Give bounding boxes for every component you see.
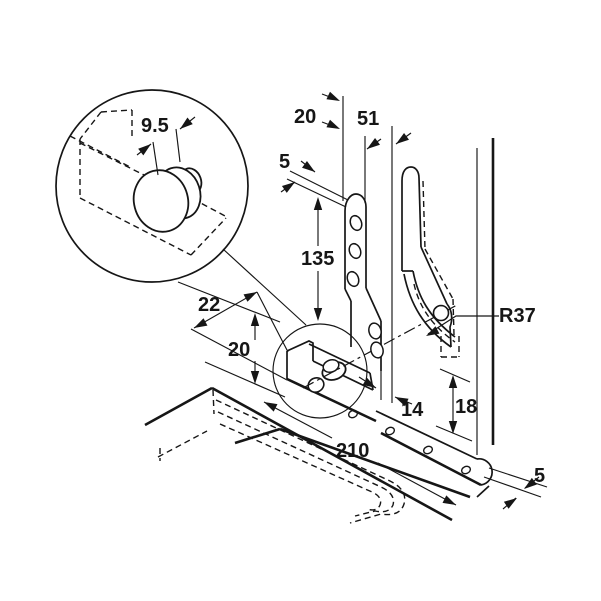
flap-board	[144, 386, 471, 524]
arm-hole	[460, 465, 472, 475]
arm-hole	[422, 445, 434, 455]
lever-pivot-boss	[446, 303, 453, 348]
dim-label-18: 18	[455, 396, 477, 418]
arm-slot-hole	[346, 270, 360, 288]
dim-end-tick	[476, 485, 490, 498]
lever-hook-outer-arc	[403, 273, 452, 348]
lever-hook-inner-arc	[412, 270, 456, 338]
dim-label-5-top: 5	[279, 151, 290, 173]
board-groove-dashed-outer	[215, 399, 406, 524]
dim-label-210: 210	[336, 440, 369, 462]
dim-label-5-bottom: 5	[534, 465, 545, 487]
r37-leader-line	[427, 315, 499, 335]
dimensions: 9.5 20 51 5 135	[136, 91, 548, 510]
channel-profile-dashed	[69, 109, 228, 256]
arm-slot-hole	[349, 214, 363, 232]
board-groove-dashed-inner	[219, 423, 382, 511]
dim-label-20-mid: 20	[228, 339, 250, 361]
peg-detail	[132, 166, 203, 233]
board-groove-dashed-mid	[217, 411, 395, 517]
lever-hidden-arc	[413, 283, 456, 343]
lever-top-cap	[401, 166, 420, 182]
detail-callout	[55, 89, 307, 326]
cabinet-panel-edge	[476, 138, 495, 455]
dim-label-22: 22	[198, 294, 220, 316]
arm-slot-hole	[368, 322, 382, 340]
dim-label-9-5: 9.5	[141, 115, 169, 137]
bracket-face-hole	[307, 377, 325, 393]
detail-circle	[55, 89, 249, 283]
adjustment-arm	[344, 193, 384, 371]
dim-label-14: 14	[401, 399, 424, 421]
dim-label-51: 51	[357, 108, 379, 130]
arm-top-cap	[344, 193, 367, 212]
dim-label-20-top: 20	[294, 106, 316, 128]
detail-leader-line	[222, 248, 307, 326]
arm-tip-cap	[476, 458, 493, 486]
dim-label-r37: R37	[499, 305, 536, 327]
bracket-callout-circle	[272, 323, 368, 419]
mounting-bracket	[272, 304, 458, 423]
arm-hole	[384, 426, 396, 436]
dim-label-135: 135	[301, 248, 334, 270]
lever-hook	[401, 166, 460, 358]
arm-slot-hole	[370, 341, 384, 359]
arm-slot-hole	[348, 242, 362, 260]
